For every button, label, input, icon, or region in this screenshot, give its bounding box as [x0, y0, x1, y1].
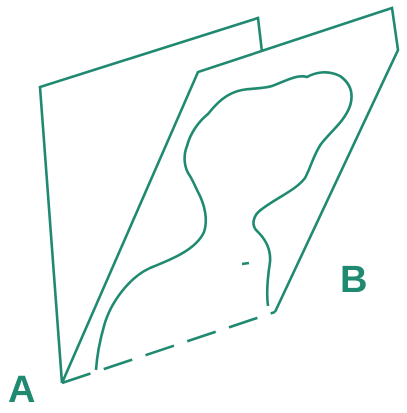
fold-line-dashed [62, 312, 275, 383]
silhouette-cutout [96, 72, 352, 370]
back-panel [40, 18, 262, 383]
neck-mark [242, 263, 249, 264]
label-a: A [8, 369, 35, 411]
label-b: B [340, 259, 367, 301]
